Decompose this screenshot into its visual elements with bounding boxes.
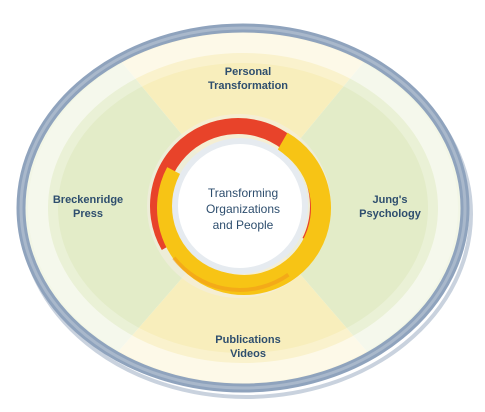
label-line: Publications bbox=[215, 334, 281, 346]
label-line: Jung's bbox=[372, 194, 408, 206]
label-jungs-psychology: Jung's Psychology bbox=[335, 193, 445, 221]
label-line: Breckenridge bbox=[52, 194, 124, 206]
label-line: Videos bbox=[230, 348, 266, 360]
label-line: Personal bbox=[224, 66, 272, 78]
center-line: Transforming bbox=[207, 186, 279, 200]
center-line: Organizations bbox=[205, 202, 281, 216]
label-line: Press bbox=[73, 208, 103, 220]
label-line: Psychology bbox=[359, 208, 421, 220]
label-line: Transformation bbox=[207, 80, 289, 92]
center-label: Transforming Organizations and People bbox=[183, 185, 303, 233]
enso-brush-circle bbox=[147, 114, 331, 298]
center-line: and People bbox=[212, 218, 274, 232]
label-publications-videos: Publications Videos bbox=[188, 333, 308, 361]
label-personal-transformation: Personal Transformation bbox=[188, 65, 308, 93]
center-disc bbox=[175, 141, 305, 271]
label-breckenridge-press: Breckenridge Press bbox=[33, 193, 143, 221]
